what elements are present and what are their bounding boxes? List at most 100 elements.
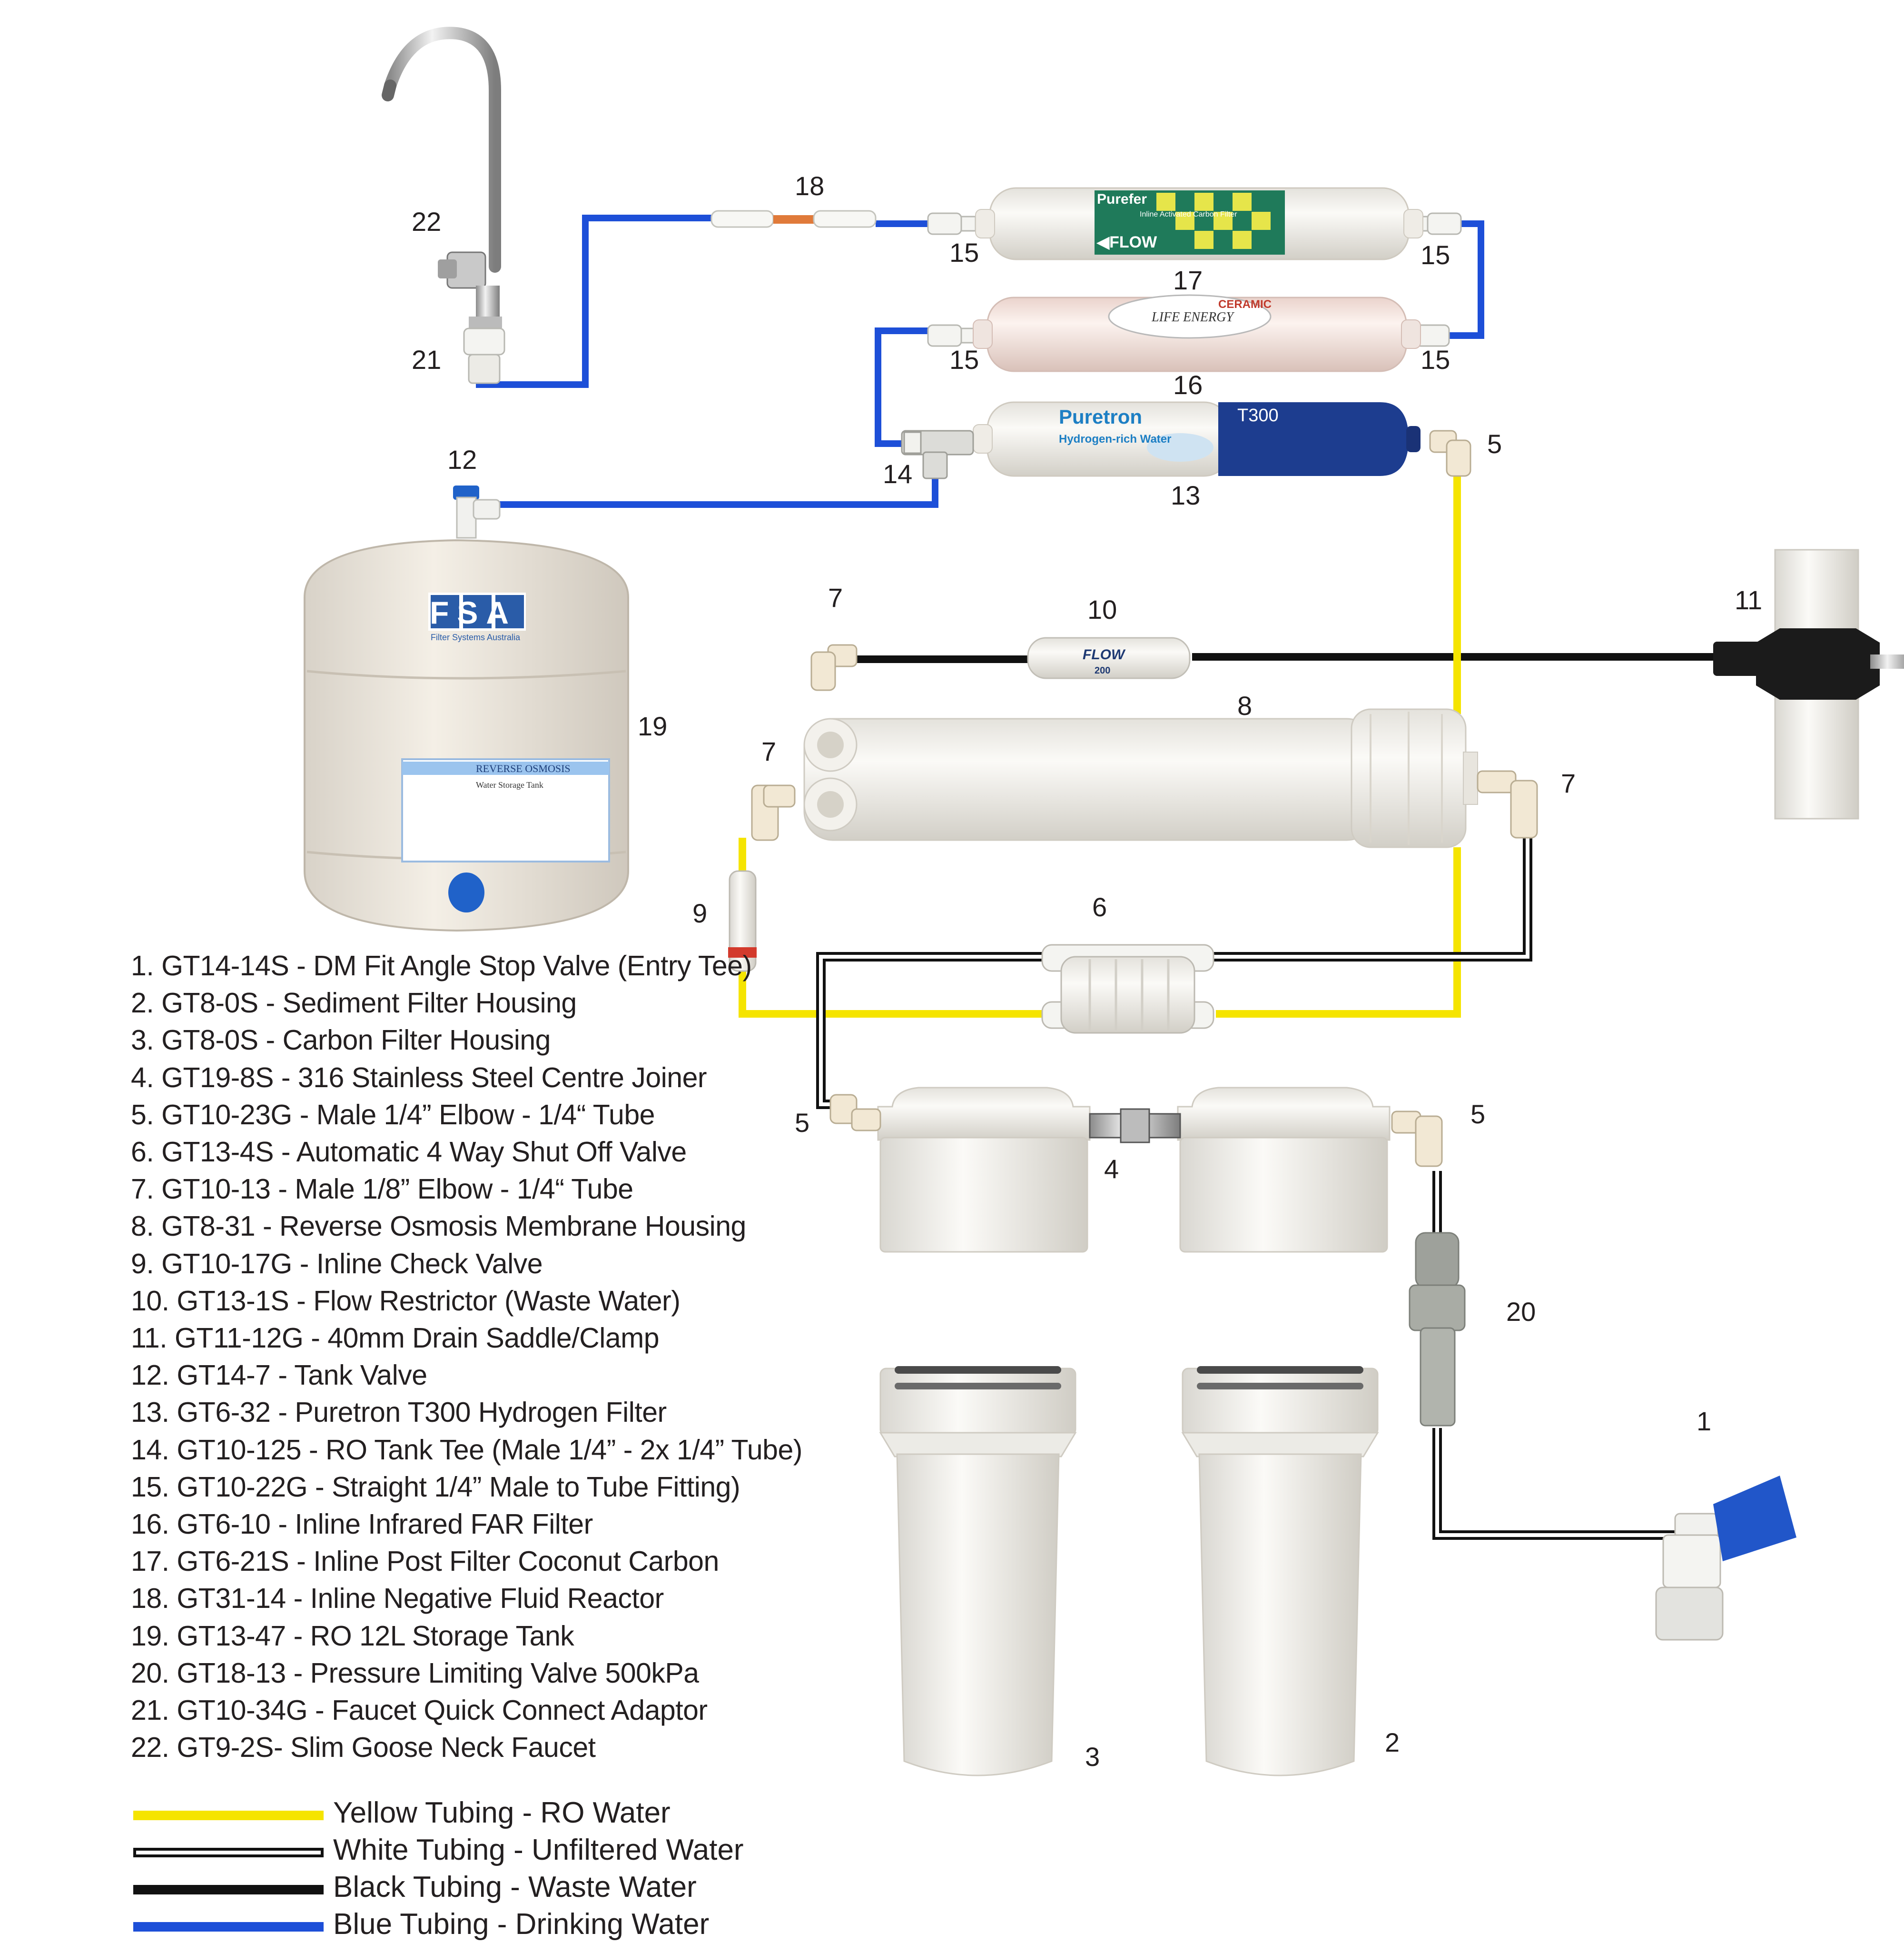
legend-swatch-white (133, 1848, 324, 1857)
tank-label-title: REVERSE OSMOSIS (476, 763, 571, 774)
parts-list: 1. GT14-14S - DM Fit Angle Stop Valve (E… (131, 947, 802, 1766)
tank-brand: FSA (430, 595, 517, 630)
ro-membrane-housing (803, 708, 1478, 848)
flow-restrictor: FLOW 200 (1027, 637, 1191, 679)
callout-7-a: 7 (828, 583, 843, 613)
callout-4: 4 (1104, 1154, 1119, 1184)
angle-stop-valve (1655, 1476, 1796, 1641)
tank-brand-sub: Filter Systems Australia (431, 633, 521, 642)
filter13-model: T300 (1237, 406, 1279, 426)
callout-13: 13 (1171, 480, 1200, 510)
callout-1: 1 (1697, 1406, 1711, 1436)
filter13-text: Hydrogen-rich Water (1059, 433, 1171, 446)
elbow-fittings-membrane (751, 770, 1538, 841)
parts-list-item: 9. GT10-17G - Inline Check Valve (131, 1248, 543, 1279)
callout-7-b: 7 (761, 736, 776, 766)
parts-list-item: 19. GT13-47 - RO 12L Storage Tank (131, 1620, 574, 1652)
parts-list-item: 4. GT19-8S - 316 Stainless Steel Centre … (131, 1061, 707, 1093)
parts-list-item: 10. GT13-1S - Flow Restrictor (Waste Wat… (131, 1285, 681, 1317)
inline-far-filter: CERAMIC LIFE ENERGY (973, 294, 1421, 372)
parts-list-item: 18. GT31-14 - Inline Negative Fluid Reac… (131, 1583, 664, 1615)
parts-list-item: 1. GT14-14S - DM Fit Angle Stop Valve (E… (131, 950, 752, 981)
goose-neck-faucet (382, 27, 502, 328)
legend-label: Blue Tubing - Drinking Water (333, 1908, 710, 1941)
faucet-quick-connect-adaptor (463, 327, 505, 384)
callout-15-c: 15 (949, 345, 979, 375)
legend-label: Yellow Tubing - RO Water (333, 1796, 671, 1829)
callout-10: 10 (1087, 595, 1117, 625)
callout-3: 3 (1085, 1742, 1100, 1772)
filter17-text: Inline Activated Carbon Filter (1140, 210, 1237, 218)
filter16-text: LIFE ENERGY (1151, 310, 1235, 325)
parts-list-item: 5. GT10-23G - Male 1/4” Elbow - 1/4“ Tub… (131, 1099, 655, 1130)
parts-list-item: 16. GT6-10 - Inline Infrared FAR Filter (131, 1508, 593, 1540)
callout-20: 20 (1506, 1297, 1536, 1327)
parts-list-item: 20. GT18-13 - Pressure Limiting Valve 50… (131, 1657, 699, 1689)
callout-21: 21 (412, 345, 441, 375)
callout-5-a: 5 (1487, 429, 1502, 459)
drain-saddle-clamp (1713, 549, 1904, 820)
callout-7-c: 7 (1561, 768, 1576, 798)
parts-list-item: 8. GT8-31 - Reverse Osmosis Membrane Hou… (131, 1210, 746, 1242)
restrictor-text: FLOW (1083, 647, 1126, 663)
callout-12: 12 (447, 445, 477, 475)
parts-list-item: 17. GT6-21S - Inline Post Filter Coconut… (131, 1546, 719, 1577)
elbow-fittings-caps (829, 1094, 1443, 1167)
puretron-hydrogen-filter: Puretron Hydrogen-rich Water T300 (973, 401, 1421, 477)
callout-15-b: 15 (1421, 240, 1450, 270)
filter17-brand: Purefer (1097, 191, 1147, 207)
tank-valve (453, 486, 501, 539)
callout-14: 14 (883, 459, 912, 489)
legend-swatch-yellow (133, 1811, 324, 1820)
legend-swatch-black (133, 1885, 324, 1894)
filter16-brand: CERAMIC (1218, 298, 1272, 311)
callout-numbers: 22 21 18 15 15 17 15 15 16 5 12 14 13 7 … (412, 171, 1762, 1772)
callout-17: 17 (1173, 265, 1203, 295)
parts-list-item: 14. GT10-125 - RO Tank Tee (Male 1/4” - … (131, 1434, 802, 1466)
callout-18: 18 (795, 171, 824, 201)
inline-carbon-filter: Purefer Inline Activated Carbon Filter ◀… (975, 187, 1423, 260)
sediment-filter-housing-bowl (1181, 1366, 1379, 1776)
filter13-brand: Puretron (1059, 406, 1142, 428)
restrictor-num: 200 (1095, 665, 1110, 676)
tank-label-sub: Water Storage Tank (476, 780, 543, 790)
parts-list-item: 12. GT14-7 - Tank Valve (131, 1359, 427, 1391)
legend-label: White Tubing - Unfiltered Water (333, 1834, 744, 1866)
callout-2: 2 (1385, 1727, 1400, 1757)
inline-check-valve (728, 870, 757, 972)
callout-16: 16 (1173, 370, 1203, 400)
parts-list-item: 11. GT11-12G - 40mm Drain Saddle/Clamp (131, 1322, 660, 1354)
callout-19: 19 (638, 711, 667, 741)
elbow-fitting-top (1429, 430, 1471, 477)
auto-shutoff-valve (1041, 944, 1214, 1034)
ro-tank-tee (901, 430, 974, 479)
negative-fluid-reactor (710, 210, 877, 228)
pressure-limiting-valve (1409, 1232, 1466, 1427)
callout-5-b: 5 (795, 1108, 809, 1138)
elbow-fitting-waste (810, 644, 858, 691)
callout-8: 8 (1237, 691, 1252, 721)
callout-6: 6 (1092, 892, 1107, 922)
black-tubing (857, 653, 1718, 663)
parts-list-item: 2. GT8-0S - Sediment Filter Housing (131, 987, 577, 1019)
callout-5-c: 5 (1470, 1099, 1485, 1129)
callout-15-a: 15 (949, 238, 979, 268)
callout-15-d: 15 (1421, 345, 1450, 375)
carbon-filter-housing-bowl (879, 1366, 1077, 1776)
yellow-tubing (739, 476, 1461, 1018)
callout-11: 11 (1735, 585, 1762, 615)
callout-9: 9 (692, 898, 707, 928)
parts-list-item: 13. GT6-32 - Puretron T300 Hydrogen Filt… (131, 1397, 667, 1428)
filter-housing-caps (877, 1087, 1391, 1253)
parts-list-item: 22. GT9-2S- Slim Goose Neck Faucet (131, 1732, 596, 1764)
parts-list-item: 6. GT13-4S - Automatic 4 Way Shut Off Va… (131, 1136, 687, 1168)
parts-list-item: 15. GT10-22G - Straight 1/4” Male to Tub… (131, 1471, 740, 1503)
filter17-flow: ◀FLOW (1096, 233, 1157, 251)
parts-list-item: 21. GT10-34G - Faucet Quick Connect Adap… (131, 1695, 708, 1726)
ro-storage-tank: FSA Filter Systems Australia REVERSE OSM… (304, 539, 629, 932)
legend-label: Black Tubing - Waste Water (333, 1871, 697, 1903)
parts-list-item: 3. GT8-0S - Carbon Filter Housing (131, 1024, 551, 1056)
callout-22: 22 (412, 207, 441, 237)
stainless-centre-joiner (1089, 1108, 1181, 1143)
